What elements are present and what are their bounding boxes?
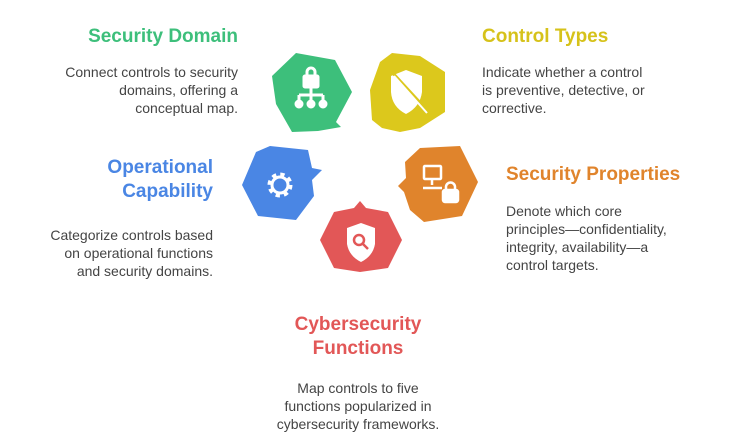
computer-lock-icon — [422, 164, 460, 204]
desc-line: cybersecurity frameworks. — [276, 416, 440, 432]
desc-line: control targets. — [506, 257, 599, 273]
operational-capability-title: Operational Capability — [107, 156, 213, 204]
security-domain-hexagon — [272, 53, 352, 132]
cybersecurity-functions-title: Cybersecurity Functions — [258, 313, 458, 361]
desc-line: corrective. — [482, 100, 547, 116]
cybersecurity-functions-description: Map controls to five functions populariz… — [258, 379, 458, 433]
desc-line: functions popularized in — [284, 398, 432, 414]
control-types-title: Control Types — [482, 26, 609, 47]
security-domain-description: Connect controls to security domains, of… — [65, 63, 238, 117]
desc-line: Denote which core — [506, 203, 622, 219]
control-types-hexagon — [370, 53, 445, 132]
shield-search-icon — [347, 223, 375, 262]
desc-line: is preventive, detective, or — [482, 82, 645, 98]
shield-off-icon — [388, 68, 428, 114]
security-properties-description: Denote which core principles—confidentia… — [506, 202, 667, 274]
security-properties-title: Security Properties — [506, 164, 681, 185]
desc-line: principles—confidentiality, — [506, 221, 667, 237]
desc-line: integrity, availability—a — [506, 239, 649, 255]
title-line: Operational — [107, 157, 213, 178]
desc-line: domains, offering a — [119, 82, 238, 98]
network-lock-icon — [294, 66, 328, 109]
operational-capability-hexagon — [242, 146, 322, 220]
desc-line: Indicate whether a control — [482, 64, 643, 80]
desc-line: and security domains. — [76, 263, 213, 279]
title-line: Functions — [312, 338, 404, 359]
desc-line: Map controls to five — [297, 380, 419, 396]
desc-line: Connect controls to security — [65, 64, 238, 80]
cybersecurity-functions-hexagon — [320, 201, 402, 272]
security-domain-title: Security Domain — [88, 26, 238, 47]
title-line: Cybersecurity — [294, 314, 422, 335]
title-line: Capability — [122, 181, 213, 202]
operational-capability-description: Categorize controls based on operational… — [50, 226, 213, 280]
desc-line: on operational functions — [64, 245, 213, 261]
security-properties-hexagon — [398, 146, 478, 222]
gear-icon — [267, 172, 293, 198]
desc-line: conceptual map. — [135, 100, 238, 116]
control-types-description: Indicate whether a control is preventive… — [482, 63, 645, 117]
desc-line: Categorize controls based — [50, 227, 213, 243]
